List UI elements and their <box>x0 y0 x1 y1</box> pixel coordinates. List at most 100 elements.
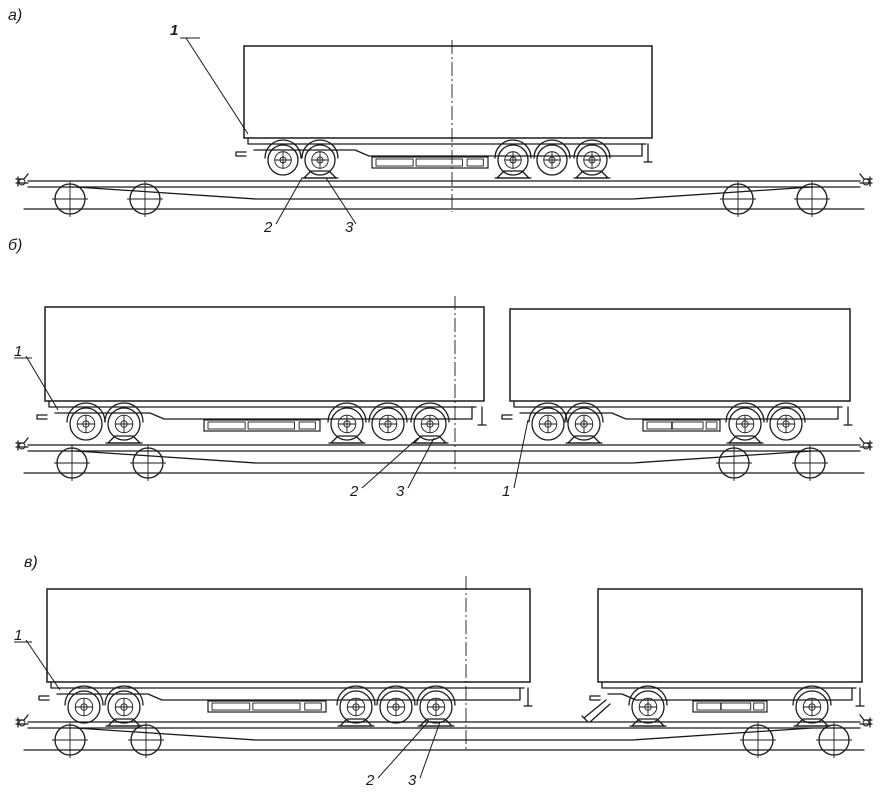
wheel-fender <box>725 402 765 423</box>
support-leg <box>855 687 865 707</box>
support-leg <box>843 406 853 426</box>
railcar <box>15 173 873 217</box>
wheel-fender <box>336 685 376 706</box>
leader-v-2 <box>377 721 429 779</box>
wheel-fender <box>528 402 568 423</box>
trailer-wheel <box>330 407 364 441</box>
panel-a-callout-1: 1 <box>170 22 178 39</box>
leader-v-1 <box>25 639 61 691</box>
trailer-wheel <box>267 144 299 176</box>
side-skirt <box>203 419 321 432</box>
trailer-wheel <box>728 407 762 441</box>
side-skirt <box>371 156 489 169</box>
trailer-wheel <box>531 407 565 441</box>
leader-b-1-left <box>25 355 59 411</box>
semitrailer <box>501 308 853 444</box>
trailer-body <box>44 306 485 402</box>
buffer-right <box>862 719 870 727</box>
panel-b-callout-1-left: 1 <box>14 343 22 360</box>
trailer-frame-top <box>50 681 525 689</box>
coupler-left <box>15 714 29 728</box>
leader-a-2 <box>275 177 303 225</box>
trailer-wheel <box>567 407 601 441</box>
trailer-wheel <box>419 690 453 724</box>
trailer-wheel <box>69 407 103 441</box>
skirt-section <box>646 421 673 430</box>
leader-v-3 <box>419 721 441 779</box>
panel-b-callout-2: 2 <box>349 483 359 500</box>
coupler-right <box>859 714 873 728</box>
trailer-body <box>46 588 531 683</box>
wheel-fender <box>66 402 106 423</box>
trailer-wheel <box>107 407 141 441</box>
panel-v-callout-1: 1 <box>14 627 22 644</box>
skirt-section <box>252 702 301 711</box>
buffer-right <box>862 442 870 450</box>
panel-b <box>15 296 873 481</box>
wheel-fender <box>104 402 144 423</box>
tow-drawbar <box>581 699 611 723</box>
coupler-left <box>15 437 29 451</box>
trailer-wheel <box>536 144 568 176</box>
trailer-wheel <box>769 407 803 441</box>
panel-v-caption: в) <box>24 554 38 571</box>
label-layer: а) 1 2 3 б) 1 2 3 1 в) 1 2 3 <box>8 7 510 789</box>
skirt-section <box>753 702 765 711</box>
trailer-frame-top <box>48 400 477 408</box>
skirt-section <box>298 421 316 430</box>
trailer-wheel <box>67 690 101 724</box>
railcar-underframe <box>75 186 813 200</box>
trailer-wheel <box>304 144 336 176</box>
semitrailer <box>36 306 487 444</box>
wheel-fender <box>301 139 339 159</box>
trailer-frame-bottom <box>56 687 521 701</box>
wheel-fender <box>264 139 302 159</box>
trailer-wheel <box>631 690 665 724</box>
wheel-fender <box>64 685 104 706</box>
panel-a-caption: а) <box>8 7 22 24</box>
trailer-body <box>243 45 653 139</box>
kingpin <box>501 414 513 420</box>
buffer-left <box>18 178 26 186</box>
semitrailer <box>589 588 865 727</box>
skirt-section <box>207 421 246 430</box>
trailer-frame-bottom <box>253 143 643 157</box>
leader-b-3 <box>407 437 435 489</box>
panel-v-callout-3: 3 <box>408 772 417 789</box>
semitrailer <box>38 588 533 727</box>
wheel-fender <box>104 685 144 706</box>
wheel-fender <box>416 685 456 706</box>
coupler-left <box>15 173 29 187</box>
trailer-frame-bottom <box>54 406 473 420</box>
wheel-fender <box>376 685 416 706</box>
trailer-wheel <box>576 144 608 176</box>
trailer-wheel <box>497 144 529 176</box>
railcar <box>15 437 873 481</box>
trailer-wheel <box>371 407 405 441</box>
trailer-wheel <box>107 690 141 724</box>
trailer-wheel <box>339 690 373 724</box>
coupler-right <box>859 437 873 451</box>
wheel-fender <box>533 139 571 159</box>
panel-a-callout-2: 2 <box>263 219 273 236</box>
trailer-frame-bottom <box>519 406 839 420</box>
wheel-fender <box>494 139 532 159</box>
skirt-section <box>705 421 718 430</box>
panel-v <box>15 576 873 758</box>
buffer-left <box>18 719 26 727</box>
support-leg <box>523 687 533 707</box>
kingpin <box>36 414 48 420</box>
panel-a-callout-3: 3 <box>345 219 354 236</box>
support-leg <box>643 143 653 163</box>
kingpin <box>235 151 247 157</box>
trailer-wheel <box>413 407 447 441</box>
support-leg <box>477 406 487 426</box>
skirt-section <box>671 421 704 430</box>
skirt-section <box>375 158 414 167</box>
panel-b-caption: б) <box>8 237 22 254</box>
trailer-body <box>509 308 851 402</box>
wheel-fender <box>766 402 806 423</box>
wheel-fender <box>792 685 832 706</box>
wheel-fender <box>573 139 611 159</box>
wheel-fender <box>628 685 668 706</box>
